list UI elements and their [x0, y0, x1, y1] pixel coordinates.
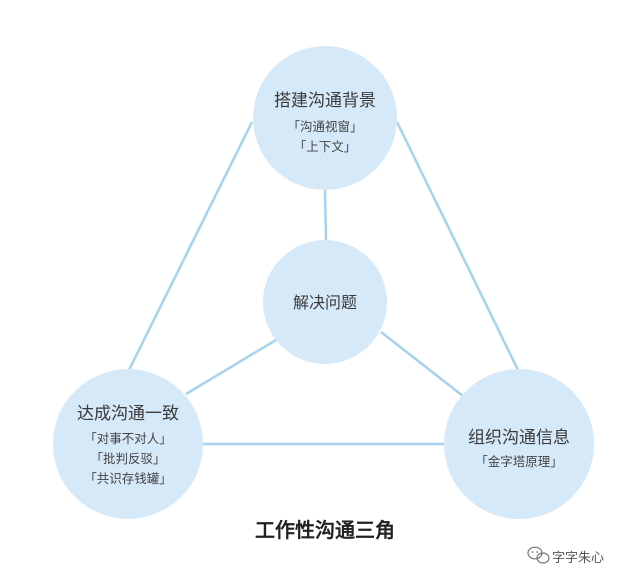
node-left: 达成沟通一致 「对事不对人」 「批判反驳」 「共识存钱罐」 [53, 369, 203, 519]
node-center: 解决问题 [263, 240, 387, 364]
node-top-title: 搭建沟通背景 [274, 91, 376, 111]
node-left-item: 「批判反驳」 [90, 451, 165, 466]
node-left-title: 达成沟通一致 [77, 404, 179, 424]
node-top-item: 「上下文」 [294, 139, 357, 154]
spoke-center-left [185, 338, 277, 396]
node-top: 搭建沟通背景 「沟通视窗」 「上下文」 [253, 46, 397, 190]
node-center-label: 解决问题 [293, 293, 357, 312]
diagram-title: 工作性沟通三角 [255, 518, 395, 542]
node-right-item: 「金字塔原理」 [475, 454, 563, 469]
watermark: 字字朱心 [527, 546, 604, 566]
node-top-item: 「沟通视窗」 [287, 119, 362, 134]
connector-lines [126, 121, 521, 446]
node-top-circle [253, 46, 397, 190]
node-left-circle [53, 369, 203, 519]
node-left-item: 「对事不对人」 [84, 431, 172, 446]
node-right-title: 组织沟通信息 [468, 428, 570, 448]
edge-top-right [395, 121, 521, 373]
spoke-center-right [380, 331, 464, 397]
node-center-circle [263, 240, 387, 364]
node-right-circle [444, 369, 594, 519]
node-left-item: 「共识存钱罐」 [84, 471, 172, 486]
spoke-center-top [323, 189, 328, 241]
wechat-icon [527, 546, 550, 564]
edge-top-left [126, 121, 254, 373]
node-right: 组织沟通信息 「金字塔原理」 [444, 369, 594, 519]
watermark-text: 字字朱心 [552, 551, 604, 566]
